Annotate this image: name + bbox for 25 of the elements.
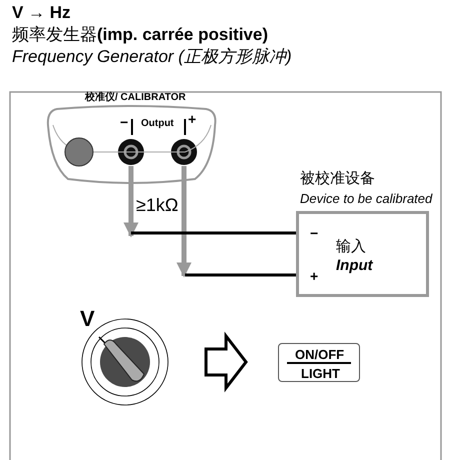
- resistance-label: ≥1kΩ: [136, 196, 178, 214]
- port-label: 输入: [336, 239, 366, 254]
- switch-position-label: V: [80, 308, 95, 330]
- probe-arrow: [176, 166, 192, 278]
- block-arrow: [204, 332, 248, 392]
- polarity-sign: +: [310, 269, 318, 283]
- device-heading: Device to be calibrated: [300, 192, 432, 205]
- wire: [131, 232, 296, 234]
- port-label: Input: [336, 258, 373, 273]
- wire: [185, 274, 296, 276]
- terminal-label: Output: [141, 119, 174, 129]
- polarity-sign: −: [310, 226, 318, 240]
- polarity-sign: +: [188, 112, 196, 126]
- output-jack: [170, 138, 198, 166]
- output-jack: [117, 138, 145, 166]
- device-heading: 被校准设备: [300, 171, 375, 186]
- device-heading: 校准仪/ CALIBRATOR: [85, 93, 186, 103]
- subtitle: 频率发生器(imp. carrée positive): [12, 26, 268, 43]
- polarity-sign: −: [120, 115, 128, 129]
- title: V → Hz: [12, 4, 71, 21]
- probe-arrow: [124, 166, 138, 238]
- key-label: LIGHT: [301, 367, 340, 380]
- subtitle: Frequency Generator (正极方形脉冲): [12, 48, 292, 65]
- key-label: ON/OFF: [295, 348, 344, 361]
- key-button: [278, 343, 360, 382]
